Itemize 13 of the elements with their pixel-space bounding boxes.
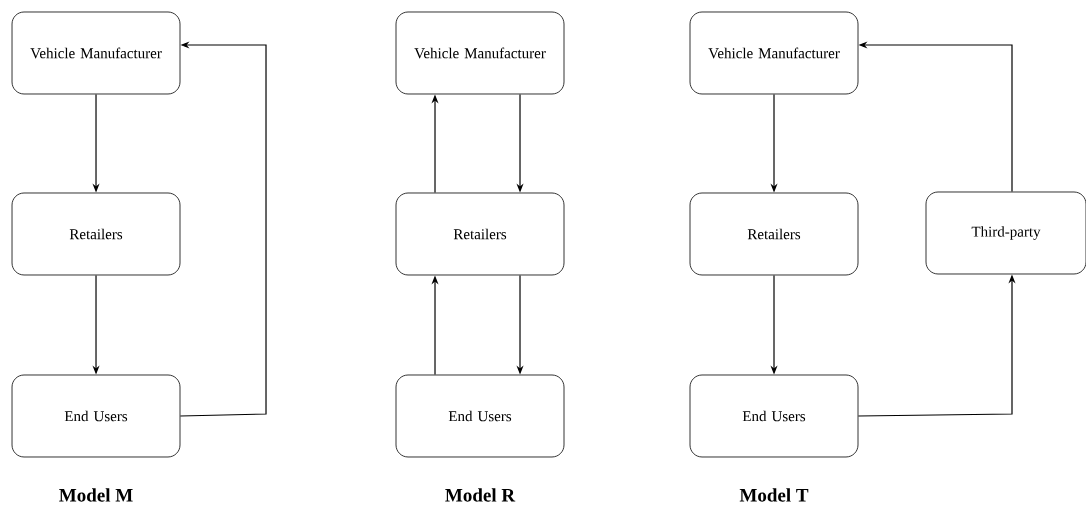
process-box: Vehicle Manufacturer — [689, 11, 859, 95]
model-label: Model T — [739, 488, 809, 502]
process-box: Retailers — [689, 192, 859, 276]
process-box: Third-party — [925, 191, 1086, 275]
model-label: Model M — [59, 488, 133, 502]
process-box: Retailers — [395, 192, 565, 276]
process-box: Vehicle Manufacturer — [11, 11, 181, 95]
process-box: End Users — [11, 374, 181, 458]
model-label: Model R — [445, 488, 516, 502]
process-box: Retailers — [11, 192, 181, 276]
process-box: Vehicle Manufacturer — [395, 11, 565, 95]
process-box: End Users — [395, 374, 565, 458]
process-box: End Users — [689, 374, 859, 458]
